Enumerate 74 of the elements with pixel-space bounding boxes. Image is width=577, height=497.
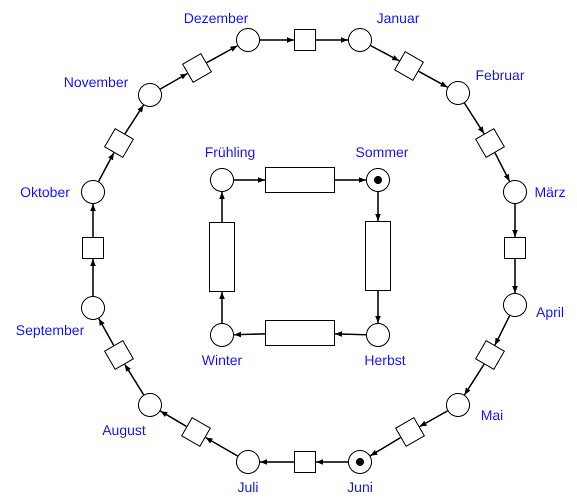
transition-box — [209, 222, 235, 292]
transition-box — [265, 320, 335, 346]
place-circle — [348, 28, 372, 52]
arrow — [219, 292, 225, 323]
arrow — [494, 315, 510, 346]
transition-box — [294, 29, 316, 51]
place-label: Dezember — [184, 10, 248, 26]
arrow — [160, 72, 188, 90]
transition-box — [82, 237, 104, 259]
arrow — [375, 291, 381, 323]
arrow — [370, 44, 400, 62]
place-circle — [138, 393, 162, 417]
arrow — [335, 177, 366, 183]
arrow — [98, 318, 114, 346]
place-label: Oktober — [20, 184, 70, 200]
arrow — [316, 459, 348, 465]
transition-box — [265, 167, 335, 193]
place-circle — [236, 450, 260, 474]
place-label: Juli — [238, 479, 258, 495]
arrow — [98, 152, 114, 182]
place-label: März — [534, 184, 566, 200]
place-label: Winter — [202, 352, 242, 368]
place-label: Frühling — [204, 144, 256, 160]
place-label: Mai — [480, 407, 504, 423]
token-dot — [356, 458, 364, 466]
place-label: Juni — [347, 479, 373, 495]
arrow — [375, 192, 381, 221]
arrow — [260, 37, 294, 43]
place-label: Sommer — [356, 144, 408, 160]
arrow — [160, 410, 187, 428]
arrow — [418, 70, 448, 88]
place-label: Herbst — [364, 352, 406, 368]
transition-box — [294, 451, 316, 473]
arrow — [512, 259, 518, 293]
arrow — [260, 459, 294, 465]
place-circle — [446, 81, 470, 105]
place-circle — [81, 180, 105, 204]
place-circle — [348, 450, 372, 474]
place-circle — [81, 296, 105, 320]
place-circle — [366, 168, 390, 192]
token-dot — [374, 176, 382, 184]
arrow — [494, 152, 510, 182]
place-label: November — [64, 74, 128, 90]
arrow — [124, 364, 144, 396]
arrow — [90, 259, 96, 296]
place-label: Januar — [376, 10, 420, 26]
arrow — [90, 204, 96, 237]
arrow — [206, 45, 238, 64]
transition-box — [504, 237, 526, 259]
place-circle — [236, 28, 260, 52]
arrow — [370, 437, 401, 456]
place-label: April — [536, 304, 564, 320]
place-circle — [210, 323, 234, 347]
arrow — [316, 37, 348, 43]
arrow — [234, 332, 266, 338]
arrow — [464, 364, 485, 396]
place-circle — [503, 180, 527, 204]
arrow — [419, 410, 448, 428]
place-circle — [138, 83, 162, 107]
transition-box — [365, 221, 391, 291]
place-label: Februar — [475, 67, 525, 83]
arrow — [234, 177, 265, 183]
arrow — [205, 436, 238, 457]
place-circle — [366, 323, 390, 347]
place-circle — [210, 168, 234, 192]
arrow — [512, 204, 518, 237]
place-label: September — [16, 322, 84, 338]
place-circle — [446, 393, 470, 417]
place-label: August — [102, 422, 146, 438]
arrow — [464, 102, 485, 134]
place-circle — [503, 293, 527, 317]
arrow — [334, 331, 366, 337]
arrow — [219, 192, 225, 222]
arrow — [124, 104, 144, 134]
